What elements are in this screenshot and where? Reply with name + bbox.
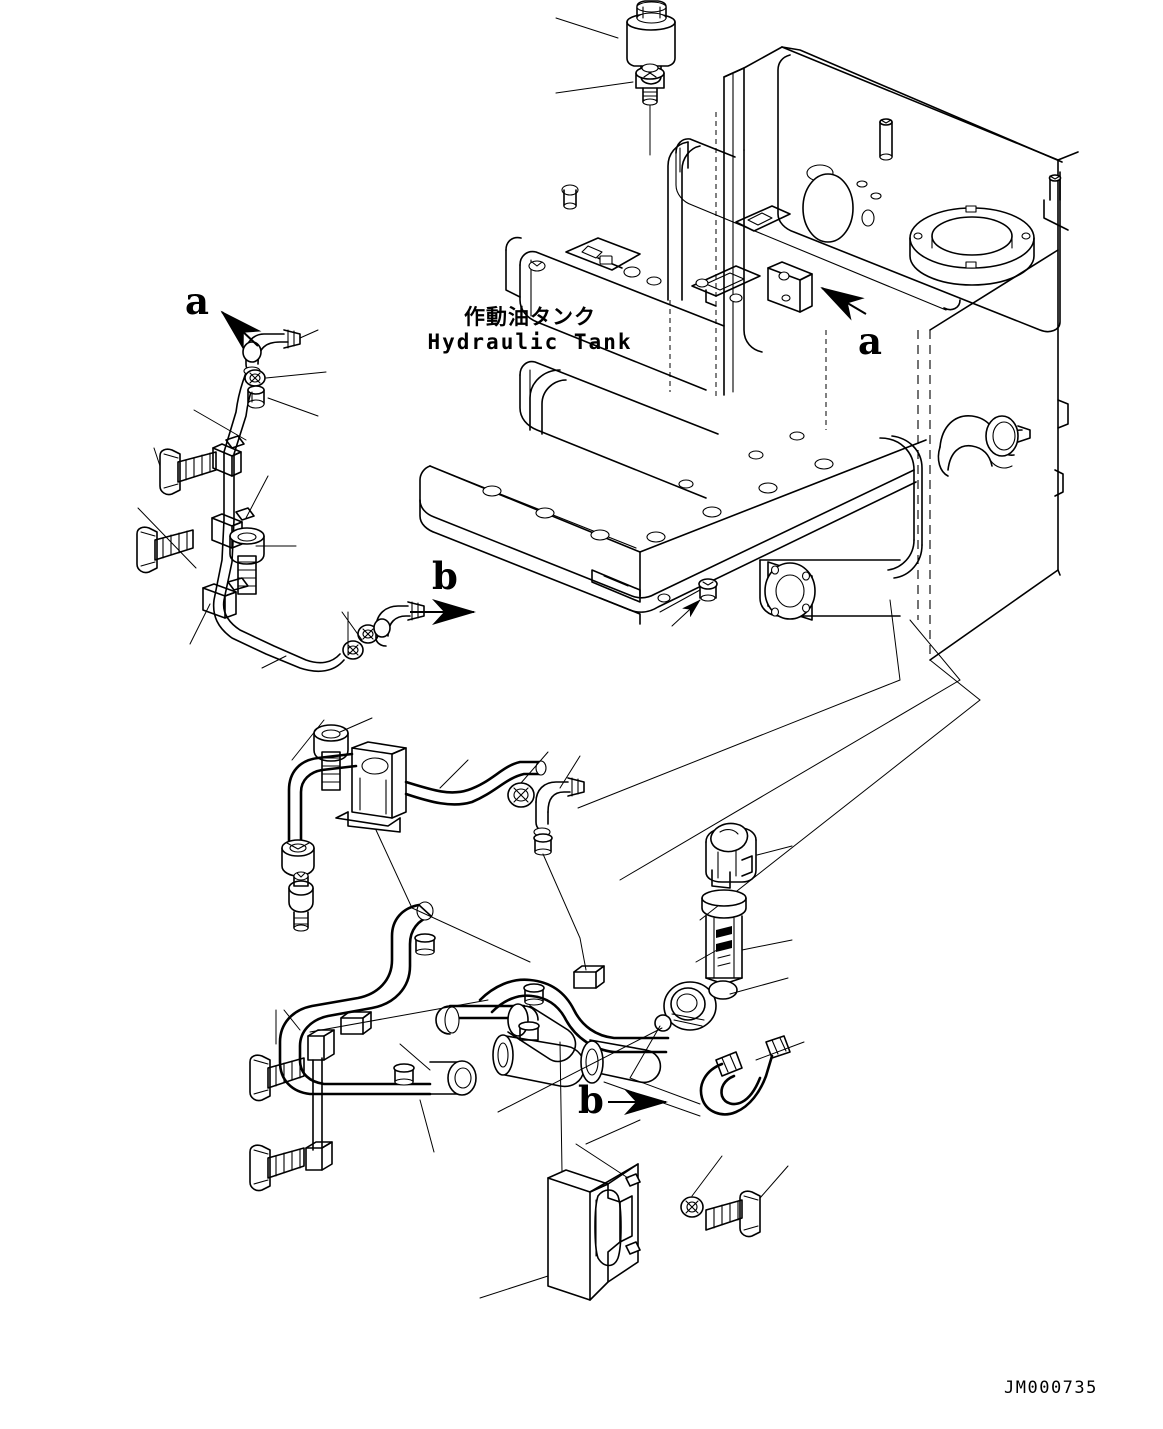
- sheet-id-code: JM000735: [1004, 1378, 1098, 1398]
- tank-flange-port-part: [764, 561, 816, 621]
- breather-elbow-fitting-part: [635, 63, 665, 106]
- upper-elbow-fitting-part: [242, 329, 301, 376]
- upper-elbow-fitting-part: [533, 777, 585, 837]
- tank-mount-bracket: [767, 261, 813, 313]
- hex-bolt-part: [159, 448, 217, 496]
- callout-b-lower: b: [578, 1078, 604, 1122]
- hex-bolt-part: [249, 1144, 305, 1192]
- hex-nut-part: [281, 839, 315, 877]
- callout-b-upper: b: [432, 554, 458, 598]
- hose-end-collar: [654, 981, 717, 1032]
- sealing-washer-part: [342, 640, 364, 660]
- hex-bolt-part: [705, 1190, 761, 1238]
- hose-clamp-part: [393, 1063, 415, 1086]
- hose-clamp-part: [340, 1011, 372, 1035]
- hose-tee-fitting: [335, 741, 407, 833]
- hose-clamp-part: [573, 965, 605, 989]
- filler-cap-part: [705, 822, 757, 889]
- hex-bolt-part: [249, 1054, 305, 1102]
- breather-filter-part: [626, 0, 676, 85]
- hex-bolt-part: [229, 527, 265, 595]
- hydraulic-tank-label-jp: 作動油タンク: [464, 305, 596, 329]
- sealing-washer-part: [247, 385, 265, 409]
- pipe-clamp-part: [202, 577, 249, 619]
- hydraulic-tank-label: 作動油タンク Hydraulic Tank: [380, 305, 680, 355]
- hose-clamp-part: [518, 1021, 540, 1041]
- hex-bolt-part: [136, 526, 194, 574]
- hose-clamp-part: [533, 833, 553, 856]
- stud-fitting-part: [288, 871, 314, 932]
- guard-cover-plate-part: [547, 1163, 641, 1301]
- hydraulic-tank-label-en: Hydraulic Tank: [427, 329, 633, 354]
- strainer-element-part: [701, 889, 747, 985]
- callout-a-left: a: [185, 279, 209, 323]
- upper-elbow-fitting-part: [373, 601, 425, 647]
- o-ring-element: [708, 980, 738, 1000]
- clamp-bar-part: [305, 1029, 335, 1171]
- upper-drain-pipe-assembly: [136, 329, 425, 673]
- hydraulic-tank-body-part: [419, 46, 1079, 661]
- pipe-clamp-part: [212, 435, 245, 477]
- sealing-washer-part: [507, 782, 535, 808]
- tank-outlet-nozzle-part: [937, 415, 1031, 477]
- tank-top-stud: [1043, 174, 1069, 231]
- sealing-washer-part: [680, 1196, 704, 1218]
- tank-top-stud: [879, 118, 893, 161]
- sealing-washer-part: [244, 369, 266, 387]
- hex-bolt-part: [313, 724, 349, 791]
- hose-clamp-part: [523, 983, 545, 1006]
- hose-clamp-part: [414, 933, 436, 956]
- callout-a-right: a: [858, 319, 882, 363]
- lower-hose-assembly: [249, 724, 791, 1192]
- plug-part: [698, 578, 718, 602]
